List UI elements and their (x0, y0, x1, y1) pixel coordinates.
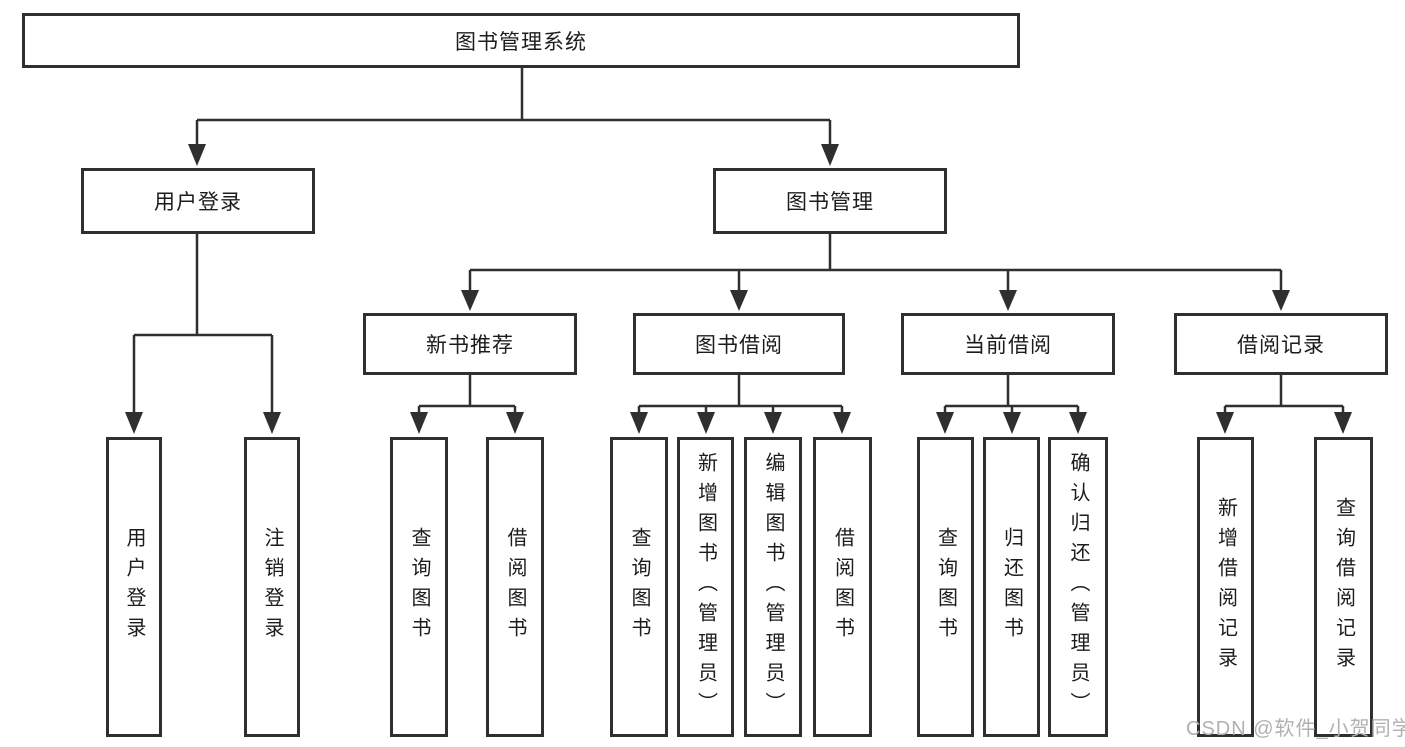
leaf-label: 注销登录 (261, 527, 283, 647)
leaf-return-books: 归还图书 (983, 437, 1040, 737)
node-current-borrowing: 当前借阅 (901, 313, 1115, 375)
leaf-label: 查询图书 (934, 527, 957, 647)
node-book-management: 图书管理 (713, 168, 947, 234)
leaf-query-books-borrowing: 查询图书 (610, 437, 668, 737)
leaf-borrow-books-recommendation: 借阅图书 (486, 437, 544, 737)
leaf-query-books-recommendation: 查询图书 (390, 437, 448, 737)
leaf-query-books-current: 查询图书 (917, 437, 974, 737)
leaf-user-login: 用户登录 (106, 437, 162, 737)
leaf-borrow-books: 借阅图书 (813, 437, 872, 737)
leaf-label: 编辑图书（管理员） (762, 452, 784, 722)
leaf-logout: 注销登录 (244, 437, 300, 737)
arrowheads (125, 144, 1352, 434)
node-user-login: 用户登录 (81, 168, 315, 234)
leaf-label: 新增图书（管理员） (694, 452, 717, 722)
leaf-label: 借阅图书 (831, 527, 854, 647)
leaf-confirm-return-admin: 确认归还（管理员） (1048, 437, 1108, 737)
leaf-label: 确认归还（管理员） (1067, 452, 1089, 722)
node-borrowing-records: 借阅记录 (1174, 313, 1388, 375)
node-label: 图书借阅 (695, 334, 783, 357)
leaf-add-books-admin: 新增图书（管理员） (677, 437, 734, 737)
leaf-label: 归还图书 (1000, 527, 1023, 647)
leaf-label: 查询图书 (628, 527, 650, 647)
node-label: 当前借阅 (964, 334, 1052, 357)
leaf-label: 新增借阅记录 (1214, 497, 1237, 677)
node-label: 图书管理系统 (455, 30, 587, 54)
node-label: 新书推荐 (426, 334, 514, 357)
leaf-query-borrow-record: 查询借阅记录 (1314, 437, 1373, 737)
leaf-edit-books-admin: 编辑图书（管理员） (744, 437, 802, 737)
node-label: 用户登录 (154, 191, 242, 214)
leaf-label: 查询借阅记录 (1332, 497, 1355, 677)
node-new-book-recommendation: 新书推荐 (363, 313, 577, 375)
leaf-add-borrow-record: 新增借阅记录 (1197, 437, 1254, 737)
node-label: 图书管理 (786, 191, 874, 214)
node-library-management-system: 图书管理系统 (22, 13, 1020, 68)
leaf-label: 查询图书 (408, 527, 430, 647)
node-label: 借阅记录 (1237, 334, 1325, 357)
leaf-label: 借阅图书 (504, 527, 526, 647)
node-book-borrowing: 图书借阅 (633, 313, 845, 375)
csdn-watermark: CSDN @软件_小贺同学 (1186, 718, 1405, 740)
leaf-label: 用户登录 (123, 527, 145, 647)
